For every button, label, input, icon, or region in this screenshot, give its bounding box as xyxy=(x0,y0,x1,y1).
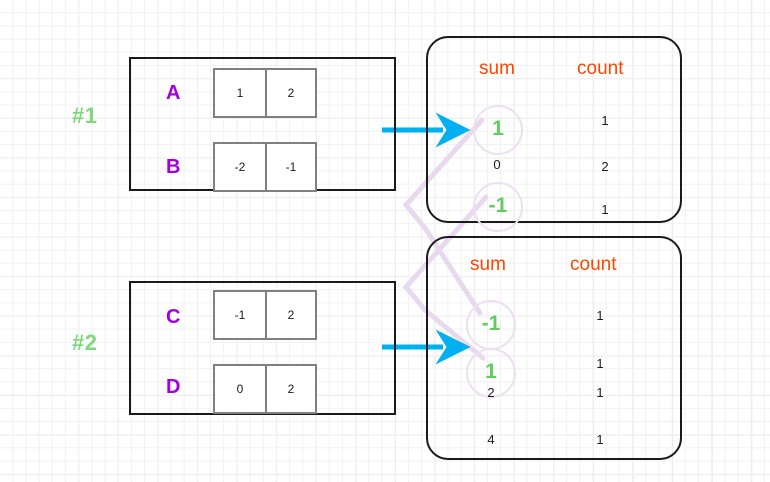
row-label-a: A xyxy=(166,82,181,104)
result-1-sum-1: 0 xyxy=(493,157,501,172)
result-2-count-2: 1 xyxy=(596,385,604,400)
result-1-sum-2: -1 xyxy=(473,182,523,232)
cell-c-1: 2 xyxy=(265,292,315,338)
result-1-count-2: 1 xyxy=(601,202,609,217)
cell-b-1: -1 xyxy=(265,144,315,190)
row-cells-d: 0 2 xyxy=(213,364,317,414)
cell-a-0: 1 xyxy=(236,86,244,100)
cell-d-0: 0 xyxy=(236,382,244,396)
count-column-header-1: count xyxy=(577,58,624,79)
result-box-2 xyxy=(426,236,682,460)
cell-a-1: 2 xyxy=(265,70,315,116)
count-column-header-2: count xyxy=(570,254,617,275)
row-cells-a: 1 2 xyxy=(213,68,317,118)
result-2-count-0: 1 xyxy=(596,308,604,323)
result-1-sum-0: 1 xyxy=(473,105,523,155)
result-2-sum-3: 4 xyxy=(487,432,495,447)
result-box-1 xyxy=(426,36,682,223)
result-1-count-0: 1 xyxy=(601,113,609,128)
row-cells-b: -2 -1 xyxy=(213,142,317,192)
group-tag-2: #2 xyxy=(72,330,98,355)
row-label-d: D xyxy=(166,376,181,398)
group-tag-1: #1 xyxy=(72,103,98,128)
result-2-sum-0: -1 xyxy=(466,300,516,350)
cell-c-0: -1 xyxy=(234,308,246,322)
row-cells-c: -1 2 xyxy=(213,290,317,340)
result-1-count-1: 2 xyxy=(601,159,609,174)
result-2-count-3: 1 xyxy=(596,432,604,447)
cell-d-1: 2 xyxy=(265,366,315,412)
row-label-b: B xyxy=(166,156,181,178)
result-2-count-1: 1 xyxy=(596,356,604,371)
sum-column-header-1: sum xyxy=(479,58,515,79)
result-2-sum-1: 1 xyxy=(466,348,516,398)
group-panel-2 xyxy=(129,281,396,415)
row-label-c: C xyxy=(166,306,181,328)
cell-b-0: -2 xyxy=(234,160,246,174)
sum-column-header-2: sum xyxy=(470,254,506,275)
result-2-sum-2: 2 xyxy=(487,385,495,400)
